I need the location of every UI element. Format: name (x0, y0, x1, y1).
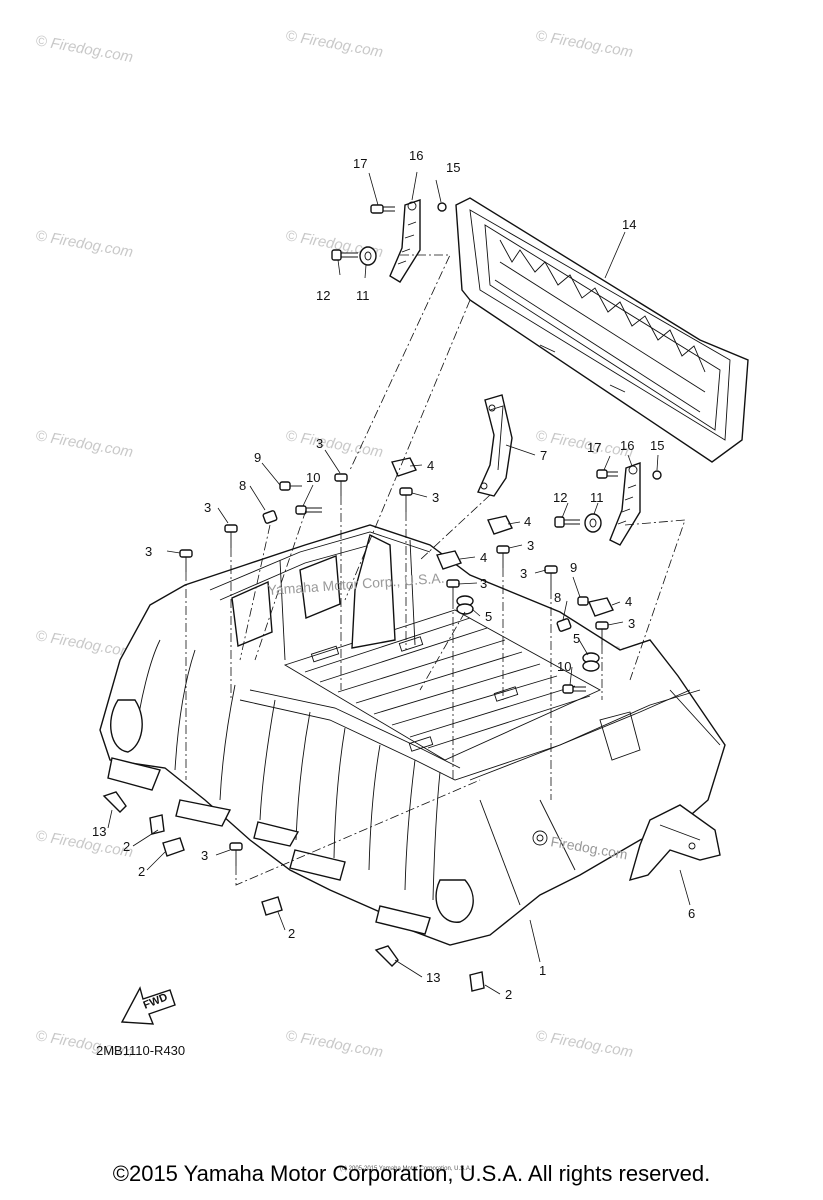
callout-label: 7 (540, 448, 547, 463)
small-print: (c) 2005-2015 Yamaha Motor Corporation, … (340, 1166, 472, 1172)
callout-label: 4 (427, 458, 434, 473)
side-bracket-part-6 (628, 804, 721, 882)
pin-9 (279, 481, 302, 491)
bolt-3 (595, 621, 609, 645)
watermark: © Firedog.com (284, 1027, 384, 1061)
callout-label: 17 (587, 440, 601, 455)
callout-label: 14 (622, 217, 636, 232)
fwd-arrow-icon: FWD (120, 986, 176, 1025)
callout-label: 2 (123, 839, 130, 854)
hinge-group-right (554, 462, 662, 546)
bolt-10 (562, 684, 586, 694)
watermark: © Firedog.com (34, 227, 134, 261)
callout-label: 3 (480, 576, 487, 591)
callout-label: 4 (524, 514, 531, 529)
callout-label: 17 (353, 156, 367, 171)
callout-label: 3 (204, 500, 211, 515)
callout-label: 15 (446, 160, 460, 175)
bolt-3 (229, 842, 243, 866)
callout-labels: 17 16 15 12 11 14 17 16 15 12 11 7 4 3 4… (92, 148, 695, 1002)
callout-label: 2 (138, 864, 145, 879)
callout-label: 3 (628, 616, 635, 631)
hinge-group-upper (331, 199, 447, 283)
bolt-3 (544, 565, 558, 590)
callout-label: 2 (505, 987, 512, 1002)
callout-label: 12 (553, 490, 567, 505)
watermark: © Firedog.com (534, 1027, 634, 1061)
callout-label: 11 (590, 490, 604, 505)
cargo-bed-part-1 (99, 524, 726, 946)
callout-label: 16 (620, 438, 634, 453)
copyright-notice: ©2015 Yamaha Motor Corporation, U.S.A. A… (112, 1161, 711, 1186)
callout-label: 9 (570, 560, 577, 575)
bolt-3 (446, 579, 460, 600)
pin-8 (262, 510, 278, 524)
hardware-items (102, 457, 614, 992)
callout-label: 9 (254, 450, 261, 465)
bolt-3 (334, 473, 348, 496)
watermark: © Firedog.com (34, 427, 134, 461)
callout-label: 2 (288, 926, 295, 941)
bolt-10 (295, 505, 322, 515)
watermark: © Firedog.com (284, 27, 384, 61)
bolt-3 (224, 524, 238, 548)
callout-label: 8 (554, 590, 561, 605)
callout-label: 10 (557, 659, 571, 674)
bolt-3 (179, 549, 193, 572)
callout-label: 8 (239, 478, 246, 493)
callout-label: 3 (432, 490, 439, 505)
leader-lines (107, 171, 691, 995)
diagram-code: 2MB1110-R430 (96, 1043, 185, 1058)
callout-label: 3 (527, 538, 534, 553)
callout-label: 6 (688, 906, 695, 921)
callout-label: 3 (145, 544, 152, 559)
pin-9 (577, 596, 589, 606)
grommet-5 (582, 652, 600, 672)
callout-label: 5 (485, 609, 492, 624)
bolt-3 (496, 545, 510, 568)
callout-label: 3 (316, 436, 323, 451)
callout-label: 4 (625, 594, 632, 609)
grommet-5 (456, 595, 474, 615)
callout-label: 1 (539, 963, 546, 978)
watermark: © Firedog.com (34, 827, 134, 861)
callout-label: 15 (650, 438, 664, 453)
callout-label: 4 (480, 550, 487, 565)
bolt-3 (399, 487, 413, 512)
bracket-part-7 (477, 394, 513, 497)
callout-label: 10 (306, 470, 320, 485)
watermark: © Firedog.com (534, 27, 634, 61)
callout-label: 12 (316, 288, 330, 303)
callout-label: 13 (426, 970, 440, 985)
callout-label: 3 (201, 848, 208, 863)
pin-8 (556, 618, 572, 632)
watermark: © Firedog.com (34, 32, 134, 66)
callout-label: 11 (356, 288, 370, 303)
tailgate-part-14 (455, 197, 749, 463)
callout-label: 16 (409, 148, 423, 163)
callout-label: 13 (92, 824, 106, 839)
watermark: © Firedog.com (34, 627, 134, 661)
callout-label: 5 (573, 631, 580, 646)
watermark: © Firedog.com (284, 427, 384, 461)
callout-label: 3 (520, 566, 527, 581)
